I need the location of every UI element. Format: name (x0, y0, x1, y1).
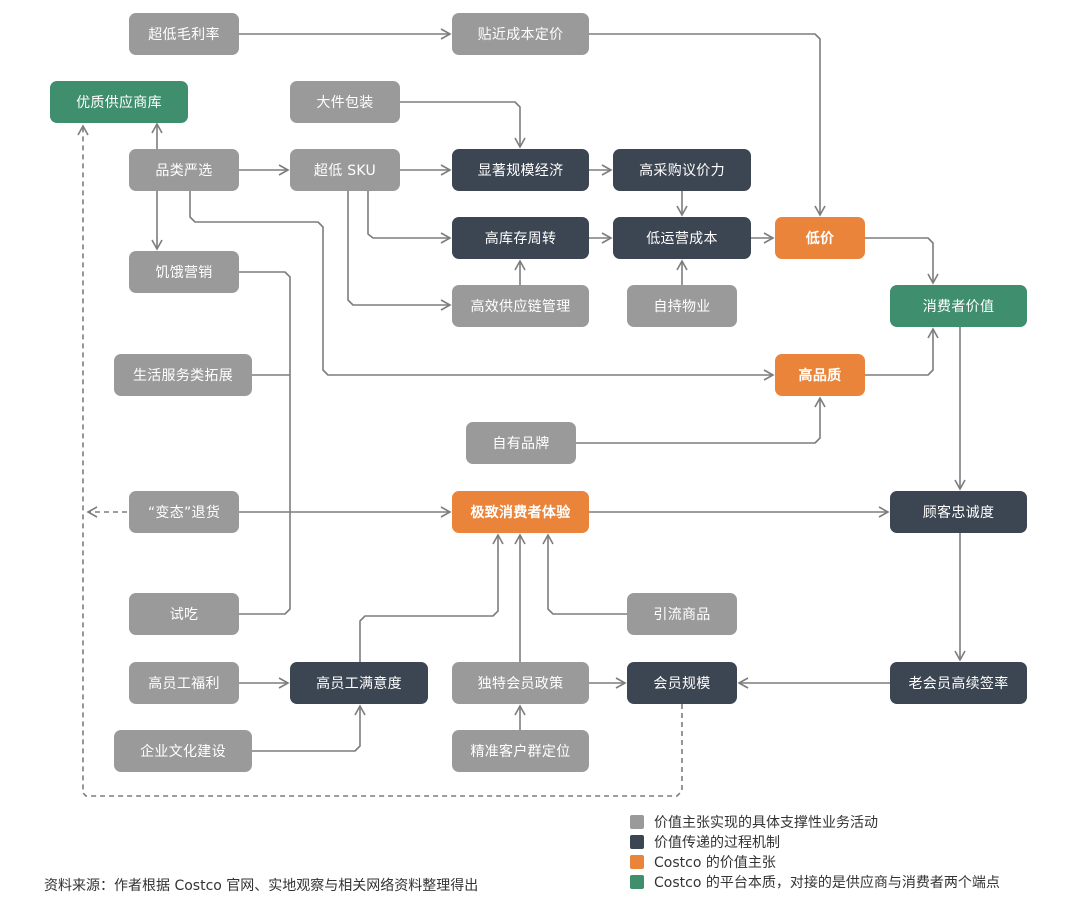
node-corporate-culture: 企业文化建设 (114, 730, 252, 772)
node-label: “变态”退货 (147, 505, 221, 521)
node-label: 贴近成本定价 (477, 27, 564, 43)
node-label: 极致消费者体验 (470, 505, 571, 521)
node-label: 精准客户群定位 (470, 744, 571, 760)
legend-item-mechanism: 价值传递的过程机制 (630, 832, 1000, 852)
node-label: 老会员高续签率 (908, 676, 1009, 692)
node-renewal-rate: 老会员高续签率 (890, 662, 1027, 704)
node-economies-of-scale: 显著规模经济 (452, 149, 589, 191)
node-label: 超低 SKU (313, 163, 377, 179)
legend-swatch (630, 875, 644, 889)
node-bulk-packaging: 大件包装 (290, 81, 400, 123)
node-owned-property: 自持物业 (627, 285, 737, 327)
node-label: 高员工满意度 (316, 676, 402, 692)
node-label: 优质供应商库 (76, 95, 162, 111)
node-label: 饥饿营销 (155, 265, 213, 281)
node-label: 顾客忠诚度 (922, 505, 995, 521)
node-supply-chain-management: 高效供应链管理 (452, 285, 589, 327)
node-label: 试吃 (169, 607, 199, 623)
legend-item-value-proposition: Costco 的价值主张 (630, 852, 1000, 872)
node-label: 独特会员政策 (477, 676, 564, 692)
node-high-quality: 高品质 (775, 354, 865, 396)
legend-swatch (630, 855, 644, 869)
connector-n22-to-n20 (239, 512, 291, 615)
node-low-operating-cost: 低运营成本 (613, 217, 751, 259)
node-label: 高员工福利 (148, 676, 220, 692)
node-label: 高采购议价力 (639, 163, 725, 179)
node-label: 会员规模 (653, 676, 711, 692)
node-quality-supplier-pool: 优质供应商库 (50, 81, 188, 123)
node-ultra-low-margin: 超低毛利率 (129, 13, 239, 55)
connector-n18-to-n17 (576, 396, 826, 444)
node-label: 消费者价值 (922, 299, 995, 315)
node-label: 品类严选 (155, 163, 213, 179)
node-private-label: 自有品牌 (466, 422, 576, 464)
node-label: 自有品牌 (492, 436, 550, 452)
connector-n6-to-n9 (367, 191, 452, 244)
legend-label: Costco 的平台本质，对接的是供应商与消费者两个端点 (654, 875, 1000, 891)
node-near-cost-pricing: 贴近成本定价 (452, 13, 589, 55)
legend: 价值主张实现的具体支撑性业务活动 价值传递的过程机制 Costco 的价值主张 … (630, 812, 1000, 892)
connector-n4-to-n7 (400, 101, 526, 149)
node-label: 显著规模经济 (477, 163, 564, 179)
node-purchasing-power: 高采购议价力 (613, 149, 751, 191)
node-membership-policy: 独特会员政策 (452, 662, 589, 704)
node-high-employee-benefits: 高员工福利 (129, 662, 239, 704)
connector-n2-to-n11 (589, 33, 826, 217)
node-ultra-low-sku: 超低 SKU (290, 149, 400, 191)
connector-n17-to-n15 (865, 327, 939, 376)
node-low-price: 低价 (775, 217, 865, 259)
connector-n12-to-n20 (239, 271, 291, 512)
connector-n23-to-n20 (542, 533, 627, 615)
legend-label: 价值传递的过程机制 (654, 835, 780, 851)
legend-label: 价值主张实现的具体支撑性业务活动 (654, 815, 878, 831)
connector-n29-to-n25 (252, 704, 366, 752)
node-free-samples: 试吃 (129, 593, 239, 635)
node-customer-loyalty: 顾客忠诚度 (890, 491, 1027, 533)
node-target-customer-positioning: 精准客户群定位 (452, 730, 589, 772)
node-label: 生活服务类拓展 (132, 368, 234, 384)
node-label: 高效供应链管理 (470, 299, 571, 315)
node-consumer-value: 消费者价值 (890, 285, 1027, 327)
node-hunger-marketing: 饥饿营销 (129, 251, 239, 293)
connector-n11-to-n15 (865, 237, 939, 285)
legend-label: Costco 的价值主张 (654, 855, 776, 871)
legend-swatch (630, 835, 644, 849)
node-label: 大件包装 (316, 95, 374, 111)
connector-n6-to-n13 (347, 191, 452, 311)
node-inventory-turnover: 高库存周转 (452, 217, 589, 259)
node-label: 低运营成本 (646, 231, 718, 247)
node-label: 企业文化建设 (140, 744, 226, 760)
node-category-selection: 品类严选 (129, 149, 239, 191)
connector-n25-to-n20 (359, 533, 504, 662)
node-traffic-products: 引流商品 (627, 593, 737, 635)
connector-n27-to-n3 (77, 124, 683, 797)
node-ultimate-customer-experience: 极致消费者体验 (452, 491, 589, 533)
source-note: 资料来源：作者根据 Costco 官网、实地观察与相关网络资料整理得出 (44, 878, 479, 894)
node-label: 高库存周转 (484, 231, 557, 247)
node-label: 引流商品 (653, 607, 711, 623)
node-label: 高品质 (798, 368, 842, 384)
node-label: 超低毛利率 (148, 27, 220, 43)
legend-item-platform: Costco 的平台本质，对接的是供应商与消费者两个端点 (630, 872, 1000, 892)
legend-item-activity: 价值主张实现的具体支撑性业务活动 (630, 812, 1000, 832)
node-generous-returns: “变态”退货 (129, 491, 239, 533)
node-label: 自持物业 (653, 299, 711, 315)
node-life-services-expansion: 生活服务类拓展 (114, 354, 252, 396)
connector-n5-to-n17 (189, 191, 775, 381)
node-membership-scale: 会员规模 (627, 662, 737, 704)
node-employee-satisfaction: 高员工满意度 (290, 662, 428, 704)
node-label: 低价 (805, 231, 835, 247)
legend-swatch (630, 815, 644, 829)
